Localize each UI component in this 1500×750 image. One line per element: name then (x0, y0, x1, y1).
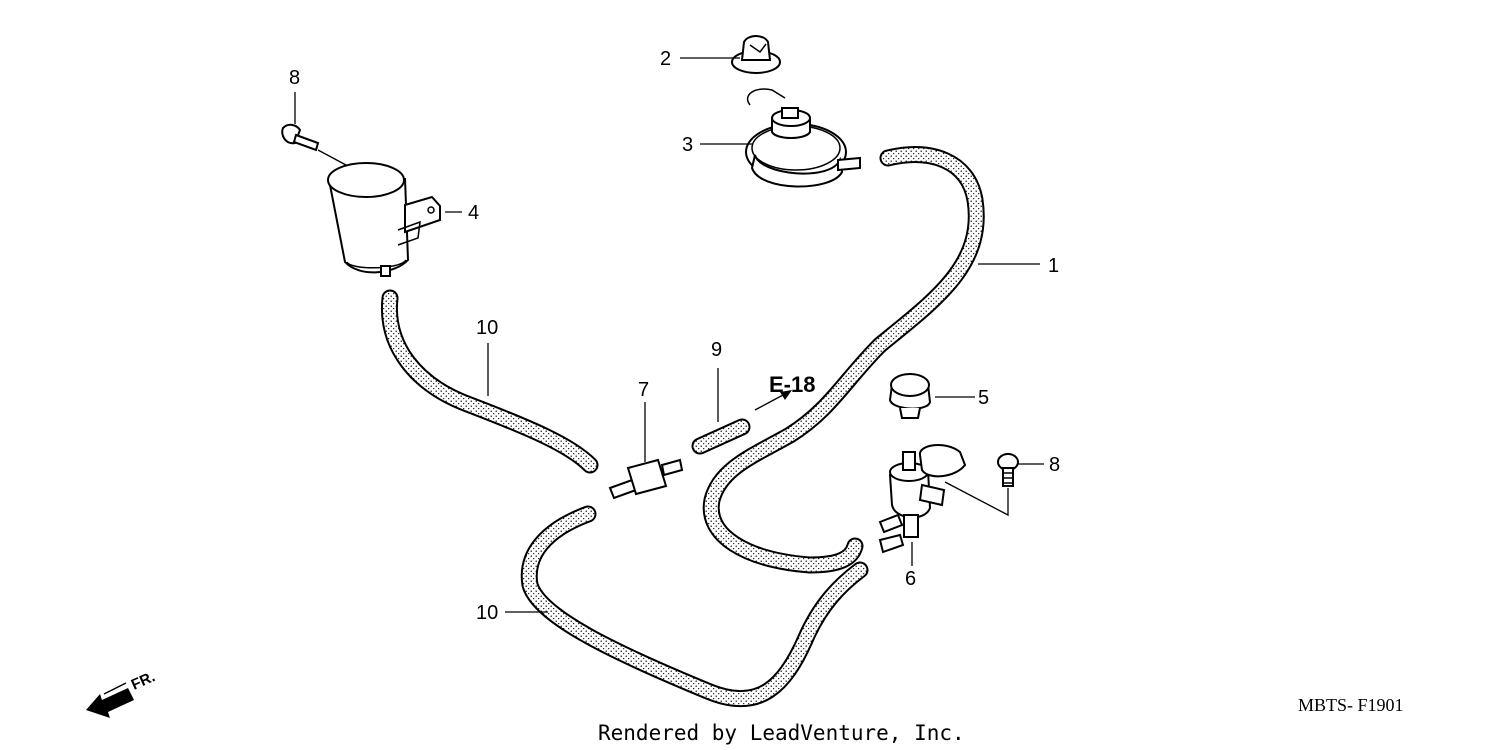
cap-part-5[interactable] (888, 373, 932, 419)
callout-4: 4 (468, 202, 479, 224)
reference-e18[interactable]: E-18 (769, 372, 815, 397)
callout-7: 7 (638, 379, 649, 401)
diagram-code: MBTS- F1901 (1298, 695, 1404, 715)
hose-9[interactable] (691, 418, 751, 455)
callout-5: 5 (978, 387, 989, 409)
bolt-part-8-upper[interactable] (281, 123, 320, 152)
hose-10-lower[interactable] (520, 505, 869, 708)
callout-6: 6 (905, 568, 916, 590)
canister-part-4[interactable] (327, 162, 441, 277)
callout-1: 1 (1048, 255, 1059, 277)
cap-part-2[interactable] (731, 35, 781, 74)
front-label: FR. (129, 668, 158, 693)
solenoid-part-6[interactable] (878, 444, 967, 554)
hose-1[interactable] (702, 146, 985, 574)
joint-part-7[interactable] (608, 458, 684, 500)
callout-2: 2 (660, 48, 671, 70)
callout-10-upper: 10 (476, 317, 498, 339)
callout-9: 9 (711, 339, 722, 361)
callout-8-lower: 8 (1049, 454, 1060, 476)
callout-3: 3 (682, 134, 693, 156)
credit-text: Rendered by LeadVenture, Inc. (598, 721, 965, 745)
callout-8-upper: 8 (289, 67, 300, 89)
leader-lines (294, 57, 1044, 613)
callout-10-lower: 10 (476, 602, 498, 624)
bolt-part-8-lower[interactable] (997, 453, 1019, 487)
valve-part-3[interactable] (745, 88, 861, 188)
hose-10-upper[interactable] (380, 289, 599, 474)
front-arrow-icon (86, 682, 134, 718)
